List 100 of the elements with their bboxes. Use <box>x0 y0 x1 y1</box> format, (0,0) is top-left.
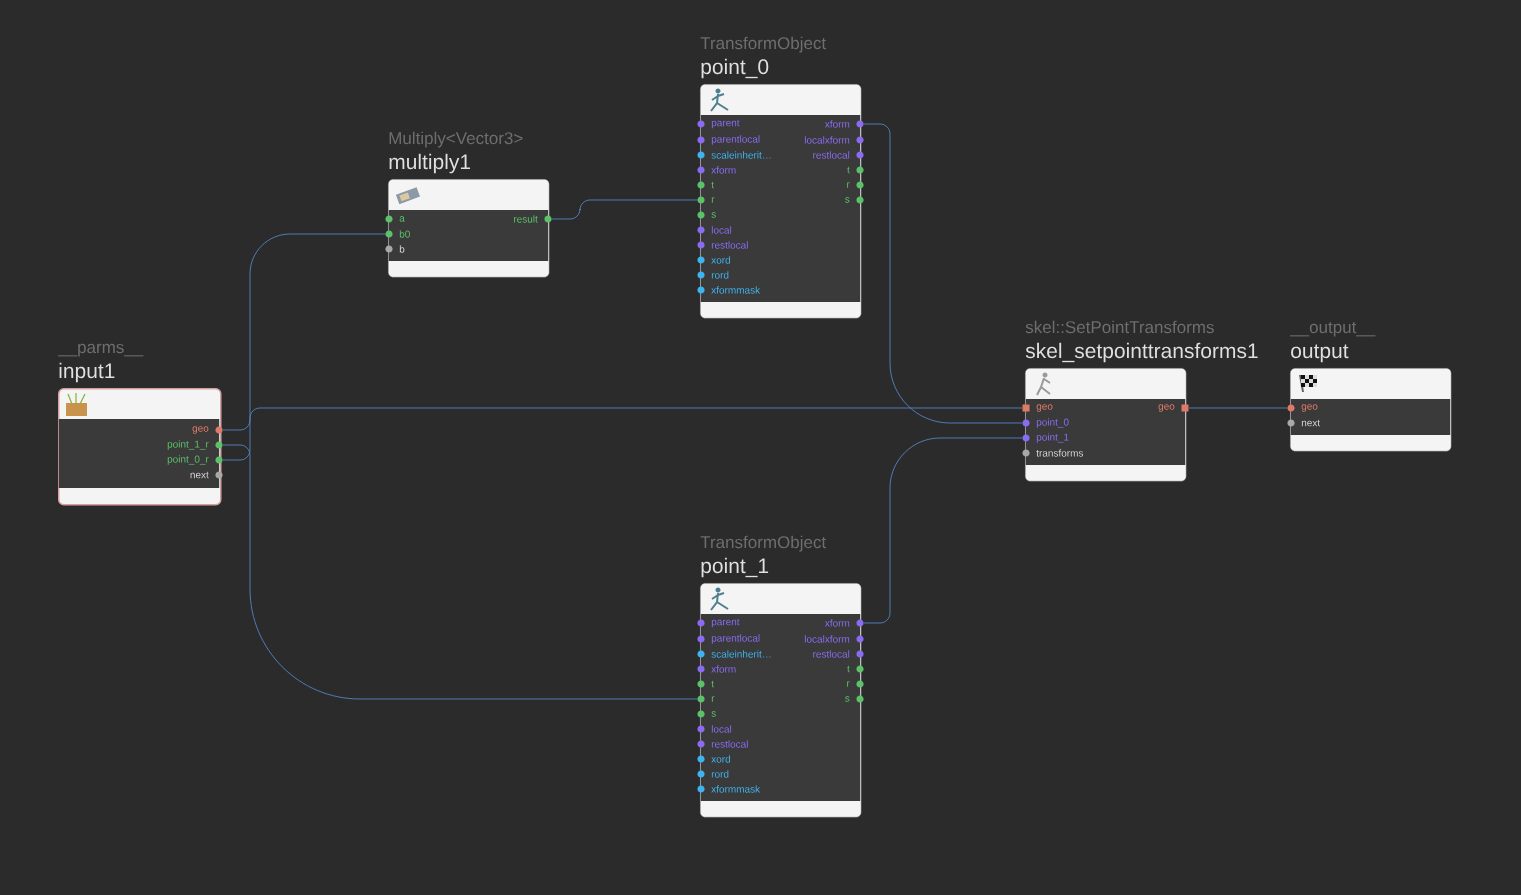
node-label: s <box>711 711 716 717</box>
input-port: transforms <box>1022 449 1084 457</box>
node-name-label: point_1 <box>701 557 769 578</box>
node-label: xord <box>711 256 731 264</box>
input-port: parent <box>697 618 740 628</box>
input-port: a <box>385 215 405 223</box>
node-label: t <box>847 665 850 673</box>
node-label: transforms <box>1036 449 1084 457</box>
node-label: parentlocal <box>711 135 760 145</box>
input-port: t <box>697 181 714 189</box>
input-port: xform <box>697 665 736 673</box>
node-name-label: input1 <box>59 362 115 383</box>
input-port: scaleinherit… <box>697 650 771 658</box>
node-type-label: TransformObject <box>700 535 827 552</box>
input-port: xform <box>697 166 736 174</box>
node-label: point_0 <box>1036 418 1069 428</box>
node-label: result <box>514 215 538 223</box>
input-port: geo <box>1022 404 1053 412</box>
node-name-label: multiply1 <box>389 153 470 174</box>
input-port: restlocal <box>697 241 748 249</box>
node-label: scaleinherit… <box>711 151 771 159</box>
node-label: xformmask <box>711 286 761 294</box>
output-port: next <box>190 471 223 479</box>
input-port: r <box>697 695 715 703</box>
node-label: restlocal <box>813 650 850 658</box>
node-label: parent <box>711 119 740 129</box>
input-port: rord <box>697 271 729 279</box>
node-type-label: __parms__ <box>57 343 144 357</box>
node-label: xform <box>824 619 850 627</box>
node-label: geo <box>192 426 209 434</box>
output-port: t <box>847 166 864 174</box>
node-label: parent <box>711 618 740 628</box>
input-port: restlocal <box>697 740 748 748</box>
node-label: xformmask <box>711 785 761 793</box>
node-type-label: skel::SetPointTransforms <box>1025 320 1214 334</box>
output-port: xform <box>824 619 864 627</box>
connection-wire <box>222 444 698 700</box>
node-label: r <box>847 182 850 188</box>
node-label: localxform <box>804 635 850 643</box>
node-label: t <box>711 680 714 688</box>
node-label: t <box>847 166 850 174</box>
node-label: geo <box>1036 404 1053 412</box>
node-label: r <box>711 696 715 702</box>
output-port: result <box>514 215 552 223</box>
output-port: restlocal <box>813 650 864 658</box>
node-label: s <box>845 696 850 702</box>
node-label: point_1_r <box>167 440 209 450</box>
input-port: r <box>697 196 715 204</box>
connection-wire <box>222 407 1023 431</box>
input-port: parent <box>697 119 740 129</box>
node-type-label: __output__ <box>1289 322 1376 337</box>
input-port: xformmask <box>697 286 761 294</box>
output-port: r <box>847 181 864 189</box>
node-label: localxform <box>804 136 850 144</box>
node-label: point_1 <box>1036 433 1069 443</box>
output-port: localxform <box>804 136 864 144</box>
node-label: b0 <box>399 230 410 238</box>
input-port: s <box>697 710 716 718</box>
output-port: restlocal <box>813 151 864 159</box>
input-port: xord <box>697 256 730 264</box>
node-label: r <box>711 197 715 203</box>
node-label: point_0_r <box>167 455 209 465</box>
connection-wire <box>863 437 1023 624</box>
connection-wire <box>551 199 698 220</box>
input-port: geo <box>1287 404 1318 412</box>
node-label: local <box>711 725 732 733</box>
node-label: next <box>190 471 209 479</box>
output-port: r <box>847 680 864 688</box>
input-port: point_1 <box>1022 433 1069 443</box>
input-port: rord <box>697 770 729 778</box>
node-label: s <box>845 197 850 203</box>
node-label: b <box>399 245 405 253</box>
input-port: point_0 <box>1022 418 1069 428</box>
node-label: a <box>399 216 405 222</box>
node-label: rord <box>711 271 729 279</box>
input-port: b0 <box>385 230 410 238</box>
output-port: point_0_r <box>167 455 223 465</box>
node-label: xord <box>711 755 731 763</box>
input-port: local <box>697 226 732 234</box>
output-port: xform <box>824 120 864 128</box>
output-port: point_1_r <box>167 440 223 450</box>
input-port: next <box>1287 419 1321 427</box>
input-port: local <box>697 725 732 733</box>
node-label: geo <box>1301 404 1318 412</box>
input-port: b <box>385 245 405 253</box>
node-type-label: TransformObject <box>700 36 827 53</box>
node-label: restlocal <box>711 740 748 748</box>
node-name-label: output <box>1291 344 1349 363</box>
node-label: local <box>711 226 732 234</box>
node-label: xform <box>711 665 736 673</box>
node-label: parentlocal <box>711 634 760 644</box>
connection-wire <box>222 233 386 461</box>
connection-wire <box>863 123 1023 424</box>
input-port: xord <box>697 755 730 763</box>
node-label: r <box>847 681 850 687</box>
input-port: t <box>697 680 714 688</box>
output-port: geo <box>192 426 223 434</box>
node-label: scaleinherit… <box>711 650 771 658</box>
node-label: restlocal <box>813 151 850 159</box>
input-port: parentlocal <box>697 135 760 145</box>
